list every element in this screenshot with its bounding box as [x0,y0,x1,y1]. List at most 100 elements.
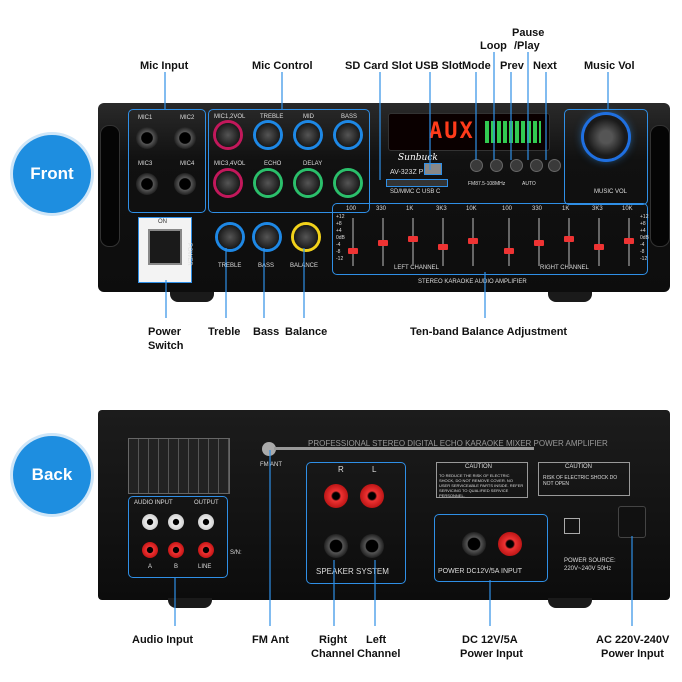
rca-input-b-right[interactable] [168,542,184,558]
speaker-l-label: L [372,465,377,474]
right-handle [650,125,670,247]
eq-fader[interactable] [624,218,634,266]
eq-fader-cap[interactable] [348,248,358,254]
eq-fader-cap[interactable] [504,248,514,254]
label-pause: Pause [512,27,545,39]
caution-box: CAUTION TO REDUCE THE RISK OF ELECTRIC S… [436,462,528,498]
eq-fader-cap[interactable] [534,240,544,246]
label-sd-usb: SD Card Slot USB Slot [345,60,463,72]
music-vol-knob[interactable] [584,115,628,159]
label-mic-control: Mic Control [252,60,313,72]
eq-scale-label: -4 [640,242,645,248]
echo-knob[interactable] [256,171,280,195]
input-b-label: B [174,564,179,570]
eq-fader[interactable] [594,218,604,266]
speaker-right-positive[interactable] [324,484,348,508]
right-channel-label: RIGHT CHANNEL [540,265,589,271]
speaker-right-negative[interactable] [324,534,348,558]
bass-knob[interactable] [255,225,279,249]
sd-slot[interactable] [386,179,448,187]
power-switch[interactable] [148,229,182,265]
knob-bass-label: BASS [258,263,275,269]
label-loop: Loop [480,40,507,52]
eq-fader[interactable] [408,218,418,266]
rca-input-b-left[interactable] [168,514,184,530]
speaker-left-negative[interactable] [360,534,384,558]
eq-graph [128,438,230,494]
label-next: Next [533,60,557,72]
eq-fader-cap[interactable] [594,244,604,250]
eq-fader-cap[interactable] [468,238,478,244]
mic-mid-knob[interactable] [296,123,320,147]
eq-fader-cap[interactable] [378,240,388,246]
brand-label: Sunbuck [398,153,438,163]
back-badge-text: Back [31,465,73,484]
mic12vol-label: MIC1,2VOL [214,114,246,120]
eq-fader[interactable] [564,218,574,266]
eq-fader[interactable] [438,218,448,266]
eq-box [332,203,648,275]
next-button[interactable] [548,159,561,172]
label-treble: Treble [208,326,241,338]
treble-label: TREBLE [260,114,284,120]
mic4-jack[interactable] [174,173,196,195]
back-badge: Back [10,433,94,517]
power-label: POWER [186,243,192,266]
delay-label: DELAY [303,161,323,167]
left-handle [100,125,120,247]
label-power-switch-2: Switch [148,340,184,352]
loop-button[interactable] [490,159,503,172]
dc-negative-terminal[interactable] [462,532,486,556]
front-foot-left [170,292,214,302]
label-bass: Bass [253,326,280,338]
delay-knob[interactable] [296,171,320,195]
music-vol-box [564,109,648,205]
eq-scale-label: -12 [640,256,648,262]
speaker-left-positive[interactable] [360,484,384,508]
eq-fader[interactable] [348,218,358,266]
line-label: LINE [198,564,212,570]
rca-input-a-left[interactable] [142,514,158,530]
mic34vol-knob[interactable] [216,171,240,195]
mic-treble-knob[interactable] [256,123,280,147]
eq-scale-label: 0dB [336,235,345,241]
eq-fader-cap[interactable] [438,244,448,250]
power-source-value: 220V~240V 50Hz [564,566,612,572]
mode-button[interactable] [470,159,483,172]
balance-knob[interactable] [294,225,318,249]
front-foot-right [548,292,592,302]
fm-ant-label: FM ANT [260,462,282,468]
pause-play-button[interactable] [530,159,543,172]
label-balance: Balance [285,326,328,338]
audio-input-box [128,496,228,578]
caution-text: TO REDUCE THE RISK OF ELECTRIC SHOCK, DO… [439,473,524,498]
eq-fader[interactable] [468,218,478,266]
eq-fader[interactable] [504,218,514,266]
eq-scale-label: +4 [640,228,646,234]
eq-fader[interactable] [378,218,388,266]
fm-antenna[interactable] [262,442,276,456]
eq-fader-cap[interactable] [564,236,574,242]
mic-extra-knob[interactable] [336,171,360,195]
model-label: AV-323Z PLUS [390,169,437,176]
label-music-vol: Music Vol [584,60,635,72]
ac-socket[interactable] [564,518,580,534]
mic1-jack[interactable] [136,127,158,149]
mic12vol-knob[interactable] [216,123,240,147]
eq-fader[interactable] [534,218,544,266]
eq-scale-label: +12 [336,214,345,220]
speaker-system-label: SPEAKER SYSTEM [316,567,389,576]
mic-bass-knob[interactable] [336,123,360,147]
mic3-jack[interactable] [136,173,158,195]
treble-knob[interactable] [218,225,242,249]
usb-slot[interactable] [424,163,442,175]
eq-fader-cap[interactable] [624,238,634,244]
eq-fader-cap[interactable] [408,236,418,242]
prev-button[interactable] [510,159,523,172]
rca-output-right[interactable] [198,542,214,558]
dc-positive-terminal[interactable] [498,532,522,556]
usb-label: USB C [422,189,441,195]
rca-input-a-right[interactable] [142,542,158,558]
rca-output-left[interactable] [198,514,214,530]
mic2-jack[interactable] [174,127,196,149]
